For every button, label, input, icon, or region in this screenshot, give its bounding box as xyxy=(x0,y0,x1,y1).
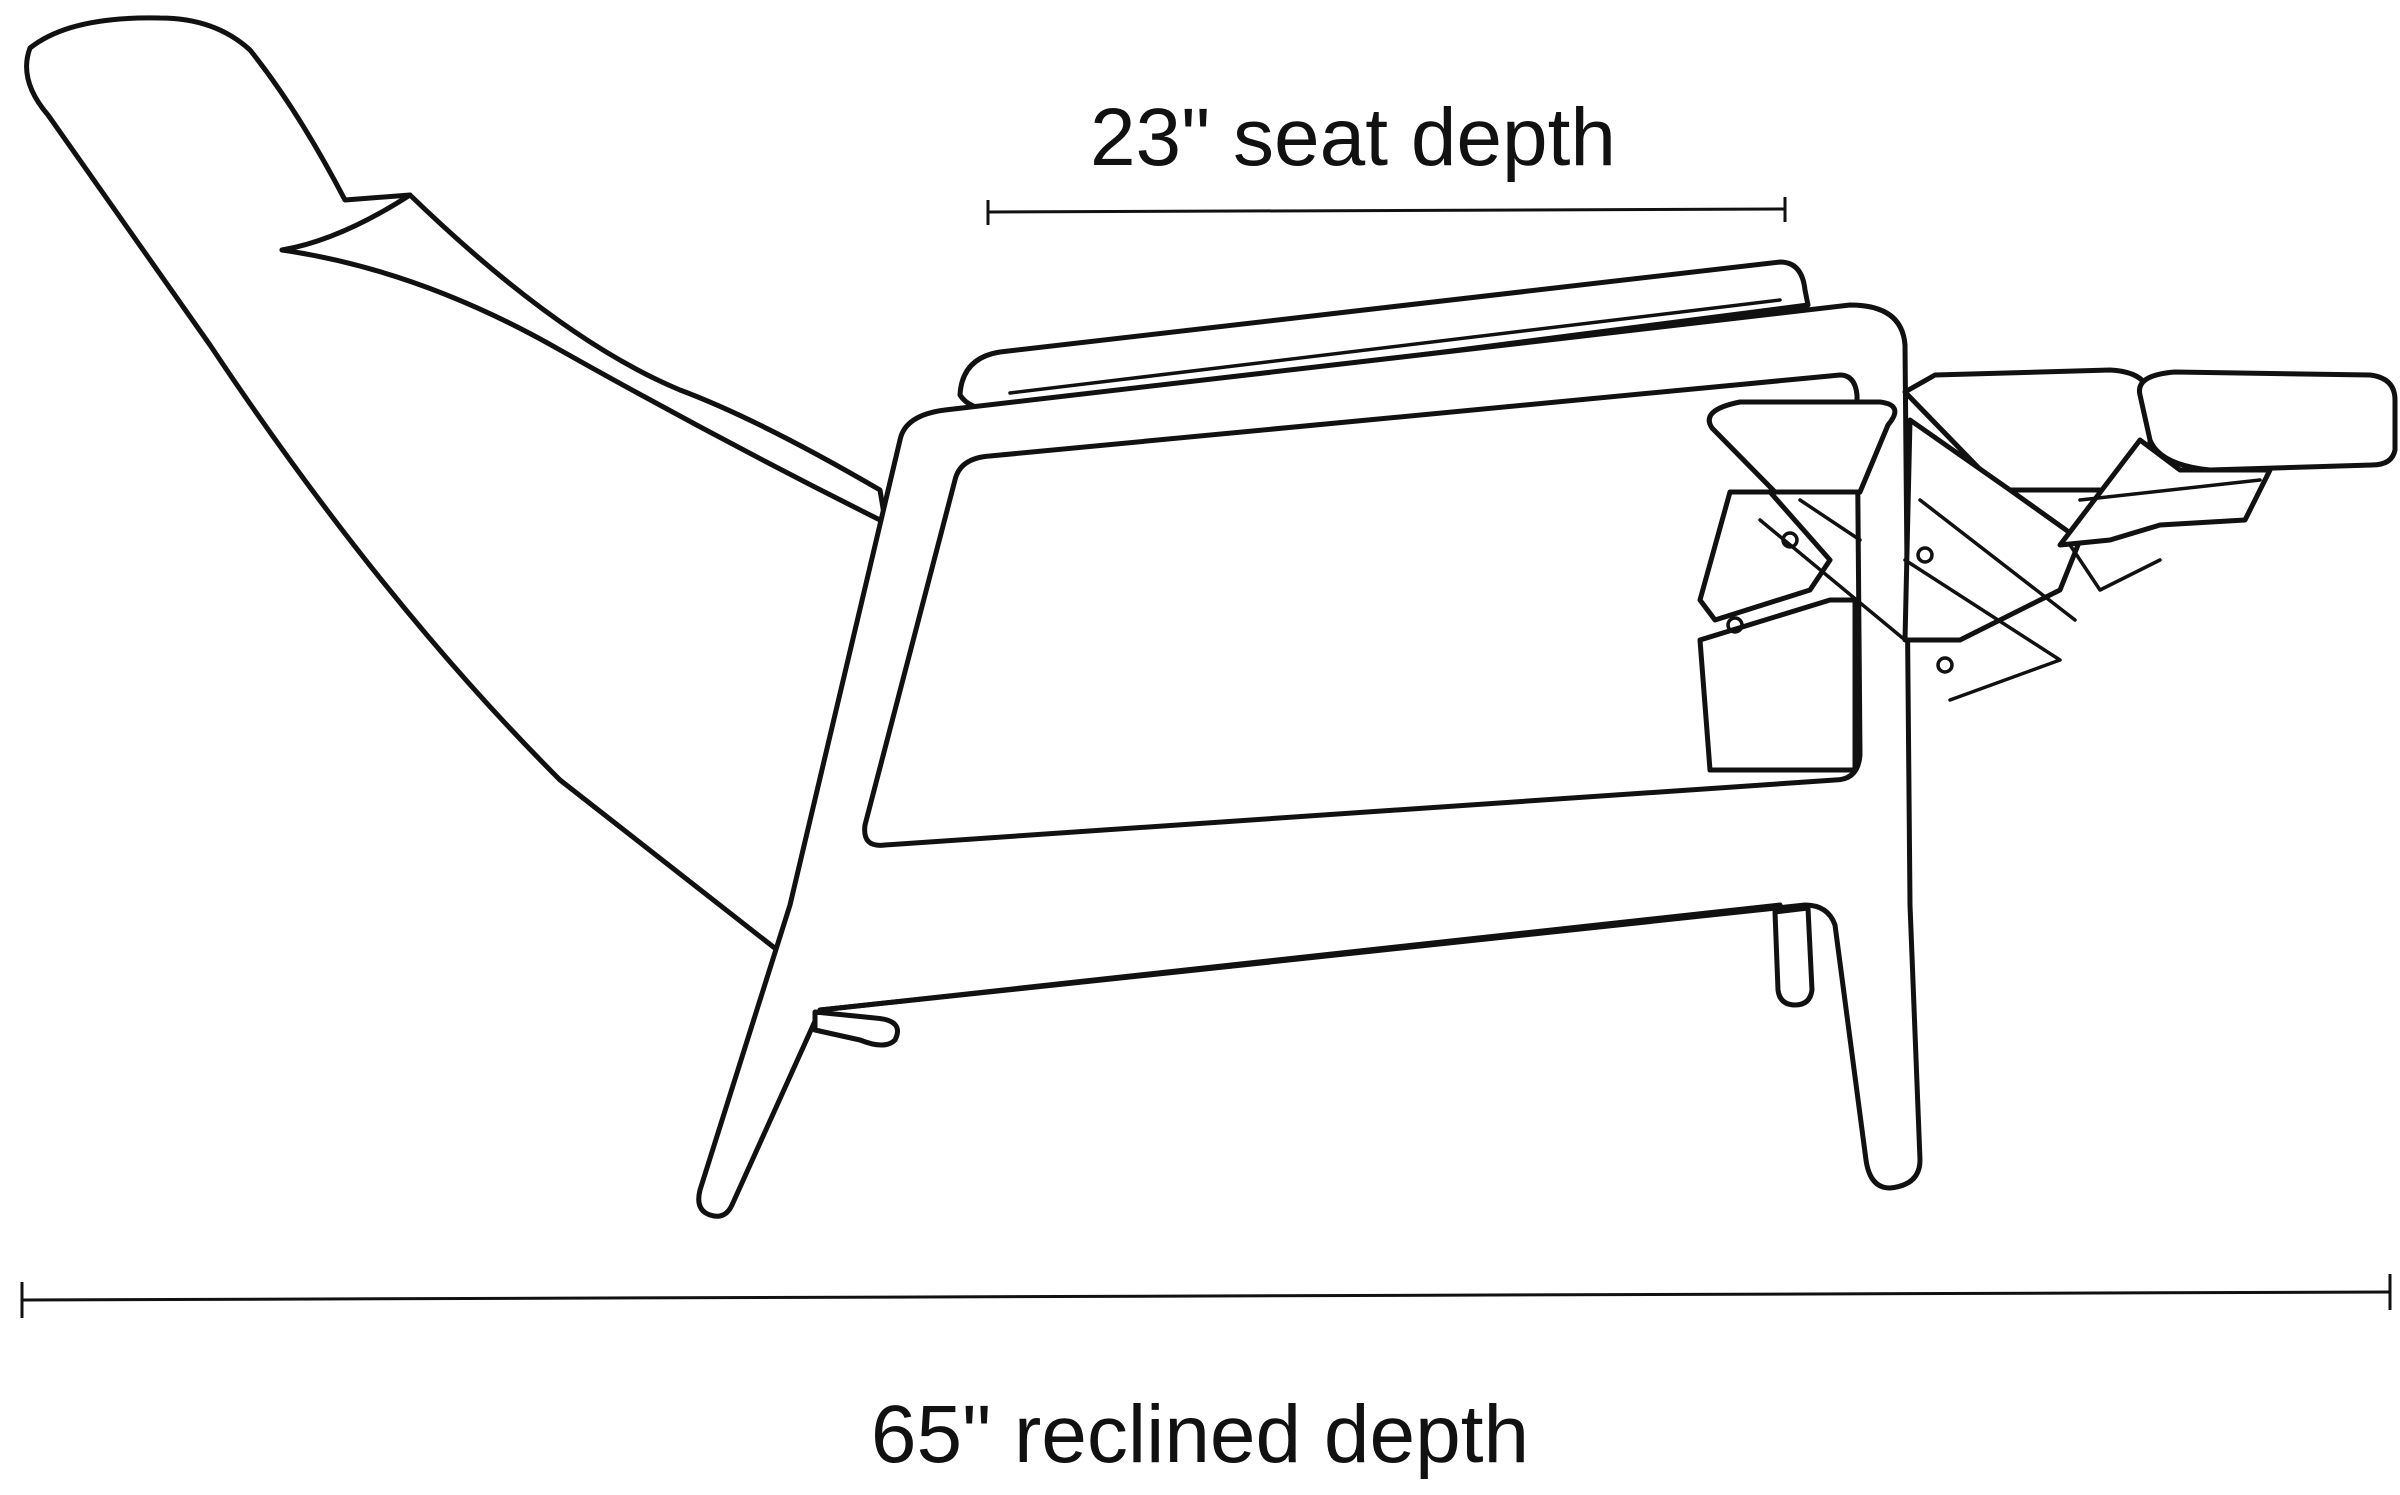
rear-back-leg xyxy=(812,1009,900,1048)
footrest-front-pad xyxy=(1706,399,1898,495)
backrest-seam xyxy=(279,247,883,523)
reclined-depth-dimension: 65" reclined depth xyxy=(20,1274,2392,1480)
pivot-2 xyxy=(1726,616,1744,634)
frame-bottom-rail xyxy=(817,902,1783,1013)
rear-front-leg xyxy=(1772,905,1815,1008)
linkage-bar-2 xyxy=(1798,498,1862,542)
rear-back-leg-shape xyxy=(812,1009,900,1048)
reclined-depth-line xyxy=(21,1290,2391,1302)
pivot-1 xyxy=(1781,531,1799,549)
footrest-end-pad xyxy=(2136,369,2398,473)
far-armrest-shadow xyxy=(1008,298,1782,395)
chair-frame xyxy=(696,302,1923,1219)
pivot-4 xyxy=(1936,656,1954,674)
seat-depth-label: 23" seat depth xyxy=(1090,92,1616,183)
footrest-middle-arm xyxy=(1902,417,2083,643)
seat-depth-dimension: 23" seat depth xyxy=(986,92,1787,225)
footrest-end-arm xyxy=(2057,437,2273,548)
footrest-lower-bracket xyxy=(1697,597,1858,773)
footrest-bracket-a xyxy=(1697,489,1833,623)
footrest-mechanism xyxy=(1697,367,2398,773)
frame-inner-window xyxy=(862,372,1863,848)
linkage-bar-4 xyxy=(1903,558,2062,702)
linkage-bar-6 xyxy=(2068,543,2162,592)
backrest-outline xyxy=(24,15,908,963)
pivot-3 xyxy=(1916,546,1934,564)
reclined-depth-label: 65" reclined depth xyxy=(871,1389,1529,1480)
linkage-bar-5 xyxy=(2078,478,2262,502)
headrest-seam xyxy=(279,192,413,253)
seat-depth-line xyxy=(987,207,1786,214)
chair-backrest xyxy=(24,15,908,963)
rear-front-leg-shape xyxy=(1772,905,1815,1008)
linkage-bar-3 xyxy=(1918,498,2077,622)
